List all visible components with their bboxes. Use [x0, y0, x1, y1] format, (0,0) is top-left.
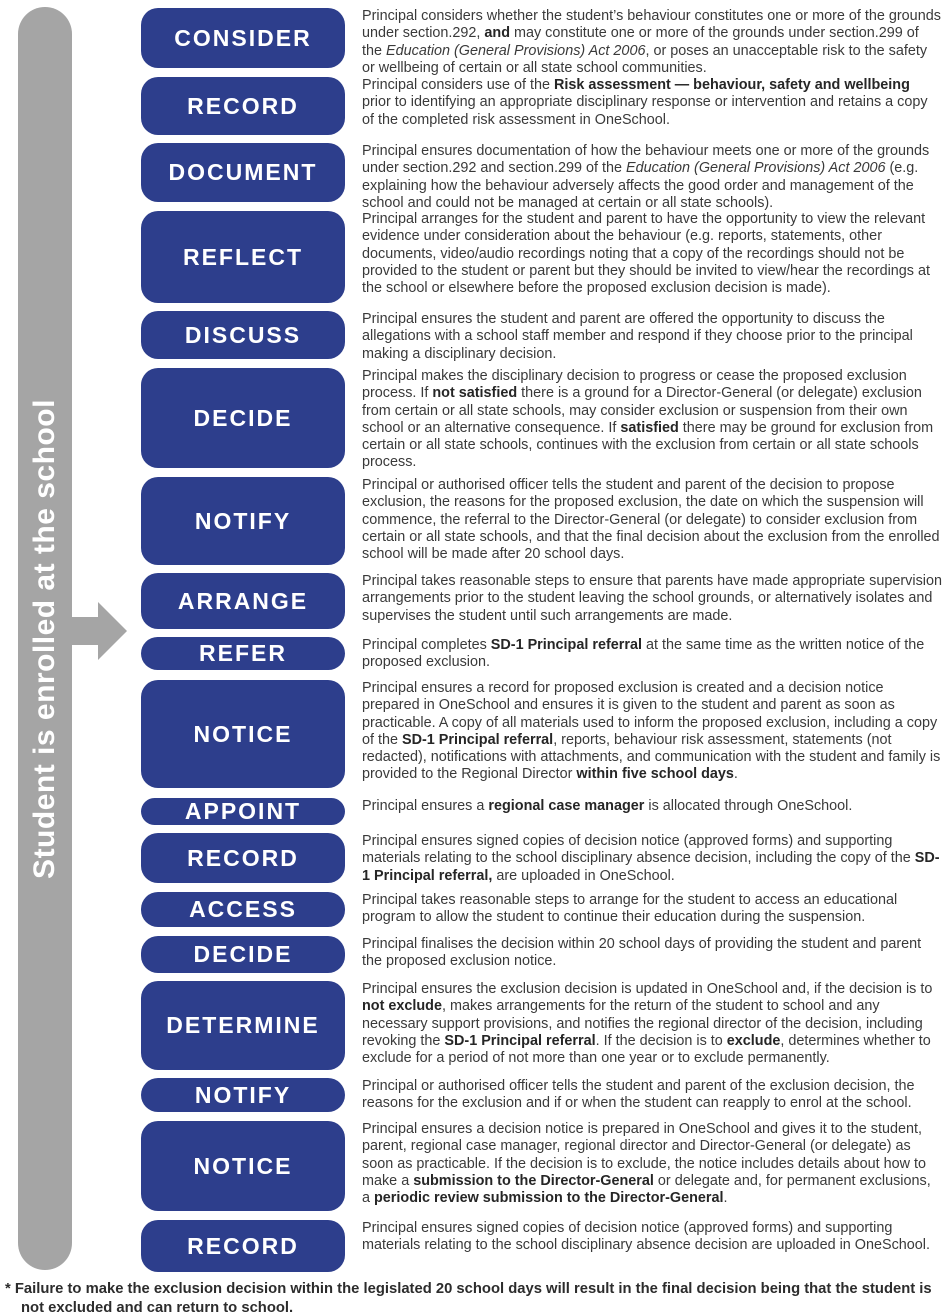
- step-box: DECIDE: [141, 936, 345, 973]
- step-description: Principal considers use of the Risk asse…: [362, 77, 928, 128]
- flow-arrow-icon: [71, 602, 127, 660]
- step-description: Principal completes SD-1 Principal refer…: [362, 637, 925, 671]
- step-label: APPOINT: [184, 798, 302, 824]
- step-description: Principal or authorised officer tells th…: [362, 1078, 915, 1112]
- step-label: NOTIFY: [194, 1081, 292, 1108]
- enrolment-status-bar: Student is enrolled at the school: [18, 7, 72, 1270]
- step-description: Principal finalises the decision within …: [362, 936, 922, 970]
- step-label: RECORD: [187, 1232, 299, 1259]
- step-box: RECORD: [141, 833, 345, 883]
- step-box: REFER: [141, 637, 345, 670]
- step-label: NOTIFY: [194, 507, 292, 534]
- step-label: NOTICE: [193, 720, 293, 747]
- step-box: DOCUMENT: [141, 143, 345, 202]
- step-box: ARRANGE: [141, 573, 345, 629]
- step-box: RECORD: [141, 77, 345, 135]
- step-description: Principal arranges for the student and p…: [362, 211, 930, 297]
- step-description: Principal takes reasonable steps to ensu…: [362, 573, 942, 624]
- step-description: Principal ensures signed copies of decis…: [362, 1220, 930, 1254]
- step-description: Principal ensures a record for proposed …: [362, 680, 941, 783]
- step-description: Principal takes reasonable steps to arra…: [362, 892, 898, 926]
- step-box: REFLECT: [141, 211, 345, 303]
- step-label: NOTICE: [193, 1152, 293, 1179]
- step-label: DISCUSS: [184, 321, 302, 348]
- step-label: DECIDE: [193, 404, 293, 431]
- step-label: ARRANGE: [177, 587, 309, 614]
- step-description: Principal ensures signed copies of decis…: [362, 833, 940, 884]
- step-description: Principal considers whether the student’…: [362, 8, 941, 76]
- step-label: DECIDE: [193, 941, 293, 967]
- step-label: REFER: [199, 640, 287, 666]
- step-description: Principal makes the disciplinary decisio…: [362, 368, 934, 471]
- step-box: NOTIFY: [141, 1078, 345, 1112]
- step-label: DETERMINE: [166, 1012, 320, 1038]
- step-box: CONSIDER: [141, 8, 345, 68]
- step-description: Principal ensures the student and parent…: [362, 311, 913, 362]
- step-box: NOTIFY: [141, 477, 345, 565]
- step-label: RECORD: [187, 92, 299, 119]
- step-box: ACCESS: [141, 892, 345, 927]
- step-box: NOTICE: [141, 680, 345, 788]
- step-box: RECORD: [141, 1220, 345, 1272]
- footnote: * Failure to make the exclusion decision…: [5, 1281, 932, 1314]
- step-description: Principal ensures the exclusion decision…: [362, 981, 933, 1067]
- step-label: REFLECT: [182, 243, 304, 270]
- step-box: DISCUSS: [141, 311, 345, 359]
- step-box: NOTICE: [141, 1121, 345, 1211]
- step-box: APPOINT: [141, 798, 345, 825]
- step-description: Principal ensures a decision notice is p…: [362, 1121, 931, 1207]
- step-description: Principal ensures a regional case manage…: [362, 798, 853, 814]
- step-label: DOCUMENT: [168, 159, 318, 185]
- step-label: ACCESS: [189, 896, 297, 922]
- step-box: DETERMINE: [141, 981, 345, 1070]
- step-box: DECIDE: [141, 368, 345, 468]
- enrolment-status-label: Student is enrolled at the school: [28, 398, 61, 879]
- step-description: Principal or authorised officer tells th…: [362, 477, 940, 563]
- step-label: CONSIDER: [174, 24, 312, 51]
- step-description: Principal ensures documentation of how t…: [362, 143, 930, 211]
- step-label: RECORD: [187, 844, 299, 871]
